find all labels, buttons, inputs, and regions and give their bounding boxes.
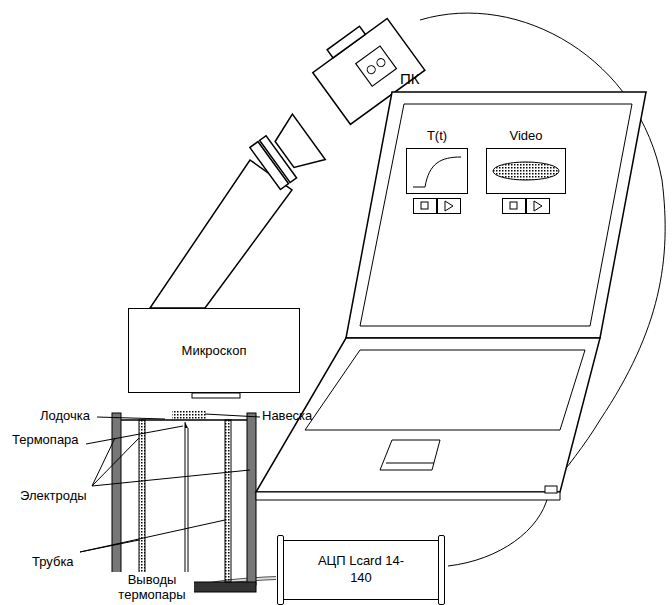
play-glyph [445,201,453,211]
panel-heading: T(t) [427,128,447,144]
stop-icon [503,199,525,213]
leader-lines [80,414,260,552]
plot-curve [407,149,467,193]
panel-button [437,198,461,214]
play-glyph [534,201,542,211]
play-icon [527,199,549,213]
adc-cable [448,496,548,566]
panel-buttons [413,198,461,214]
stop-glyph [421,202,428,209]
part-label: Лодочка [40,408,90,424]
laptop [256,92,646,500]
part-label: Электроды [20,488,87,504]
microscope-box: Микроскоп [128,308,300,393]
video-panel: Video [484,128,568,214]
stop-glyph [510,202,517,209]
plot-panel: T(t) [404,128,470,214]
microscope-tube [150,160,292,308]
panel-button [502,198,526,214]
sample-image [493,162,559,180]
node-label: АЦП Lcard 14-140 [311,553,411,587]
node-label: Микроскоп [182,343,247,359]
heating-cell [112,410,256,598]
adc-end-cap [438,535,445,605]
part-label: Трубка [32,554,74,570]
part-label: Выводы термопары [110,572,194,603]
part-label: Термопара [12,432,79,448]
objective [192,393,240,398]
panel-heading: Video [509,128,542,144]
adc-box: АЦП Lcard 14-140 [280,540,442,600]
adc-end-cap [277,535,284,605]
part-label: Навеска [262,408,312,424]
computer-label: ПК [400,70,420,88]
curve [413,157,461,187]
camera-adapter [249,114,326,191]
panel-button [413,198,437,214]
panel-buttons [502,198,550,214]
panel-frame [486,148,566,194]
video-frame [487,149,565,193]
panel-button [526,198,550,214]
play-icon [438,199,460,213]
panel-frame [406,148,468,194]
stop-icon [414,199,436,213]
